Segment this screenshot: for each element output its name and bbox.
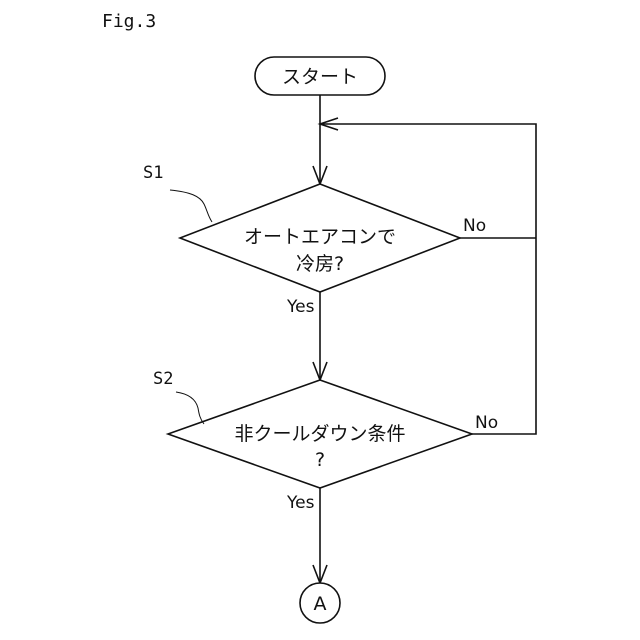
step-label-s2: S2: [153, 369, 173, 389]
decision-s2: 非クールダウン条件 ?: [168, 380, 472, 488]
step-leader-s1: [170, 190, 212, 222]
figure-label: Fig.3: [102, 11, 156, 32]
decision-s2-line2: ?: [315, 449, 325, 471]
connector-a: A: [300, 583, 340, 623]
s1-no-label: No: [463, 216, 486, 236]
decision-s1-line1: オートエアコンで: [244, 226, 396, 248]
decision-s2-line1: 非クールダウン条件: [234, 423, 405, 445]
start-terminal-label: スタート: [282, 66, 358, 88]
step-label-s1: S1: [143, 163, 163, 183]
s1-yes-label: Yes: [286, 297, 315, 317]
connector-a-label: A: [314, 593, 327, 615]
start-terminal: スタート: [255, 57, 385, 95]
step-leader-s2: [176, 392, 204, 424]
decision-s1-line2: 冷房?: [296, 253, 344, 275]
s2-yes-label: Yes: [286, 493, 315, 513]
decision-s1: オートエアコンで 冷房?: [180, 184, 460, 292]
s2-no-label: No: [475, 413, 498, 433]
